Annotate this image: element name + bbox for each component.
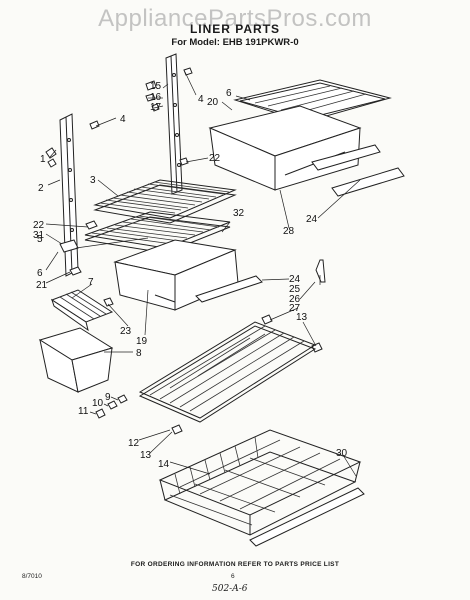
callout-15: 15: [150, 81, 162, 92]
callout-8: 8: [136, 348, 142, 359]
upper-wire-shelf: [93, 179, 237, 224]
handwritten-reference: 502-A-6: [212, 584, 248, 594]
small-fasteners: [59, 220, 326, 435]
callout-17: 17: [150, 102, 162, 113]
crisper-drawer: [208, 105, 362, 191]
callout-20: 20: [207, 97, 219, 108]
callout-1: 1: [40, 154, 46, 165]
watermark-text: AppliancePartsPros.com: [98, 5, 372, 32]
callout-25: 25: [289, 284, 301, 295]
callout-13-lower: 13: [140, 450, 152, 461]
callout-24-upper: 24: [306, 214, 318, 225]
model-number: For Model: EHB 191PKWR-0: [171, 37, 299, 48]
pan-trim-strip: [195, 275, 263, 303]
callout-7: 7: [88, 277, 94, 288]
callout-9: 9: [105, 392, 111, 403]
freezer-wire-basket: [158, 429, 362, 536]
callout-6-upper: 6: [226, 88, 232, 99]
callout-11: 11: [78, 406, 89, 417]
callout-14: 14: [158, 459, 170, 470]
left-shelf-rail: [59, 113, 79, 277]
callout-2: 2: [38, 183, 44, 194]
callout-labels: 1 2 3 4 4 5 6 6 7 8 9 10 11 12 13 13 14 …: [33, 81, 348, 470]
ice-storage-bin: [38, 327, 114, 393]
ice-cube-tray: [50, 289, 114, 332]
callout-21: 21: [36, 280, 48, 291]
ordering-info-note: FOR ORDERING INFORMATION REFER TO PARTS …: [130, 561, 340, 568]
callout-22-right: 22: [209, 153, 221, 164]
center-shelf-rail: [165, 53, 183, 195]
callout-4-right: 4: [198, 94, 204, 105]
diagram-title: LINER PARTS: [189, 22, 281, 36]
wire-slide-shelf: [138, 321, 317, 423]
callout-3: 3: [90, 175, 96, 186]
rail-clip: [45, 147, 57, 168]
callout-22-left: 22: [33, 220, 45, 231]
callout-27: 27: [289, 303, 301, 314]
callout-30: 30: [336, 448, 348, 459]
basket-trim-strip: [249, 487, 365, 547]
storage-pan: [113, 239, 239, 311]
callout-19: 19: [136, 336, 148, 347]
callout-31: 31: [33, 230, 45, 241]
callout-6-lower: 6: [37, 268, 43, 279]
callout-26: 26: [289, 294, 301, 305]
callout-24-lower: 24: [289, 274, 301, 285]
callout-23: 23: [120, 326, 132, 337]
callout-28: 28: [283, 226, 295, 237]
rail-fittings: [89, 67, 193, 166]
callout-10: 10: [92, 398, 104, 409]
callout-4-left: 4: [120, 114, 126, 125]
leader-lines: [45, 71, 361, 477]
callout-16: 16: [150, 92, 162, 103]
drawing-code: 8/7010: [22, 573, 42, 580]
callout-5: 5: [37, 234, 43, 245]
callout-32: 32: [233, 208, 245, 219]
page-number: 6: [231, 573, 235, 580]
callout-12: 12: [128, 438, 140, 449]
callout-13-upper: 13: [296, 312, 308, 323]
